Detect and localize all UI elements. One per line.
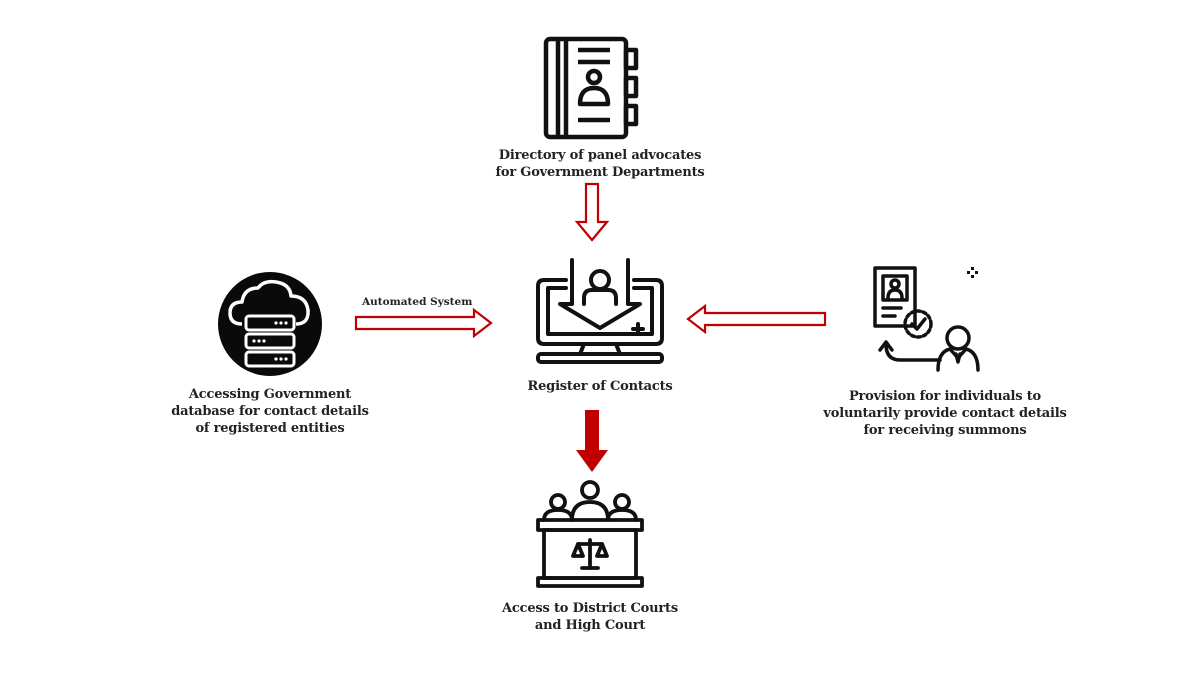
arrow-register-to-courts [576,410,608,472]
computer-contact-icon [536,258,664,364]
node-directory: Directory of panel advocates for Governm… [460,36,740,181]
person-document-icon [873,266,980,372]
edge-label-automated-system: Automated System [362,296,473,308]
node-label-register: Register of Contacts [527,379,673,394]
node-provision: Provision for individuals to voluntarily… [800,262,1090,439]
node-label-database: Accessing Government database for contac… [171,387,369,436]
arrow-provision-to-register [686,304,827,334]
node-label-courts: Access to District Courts and High Court [502,601,678,633]
address-book-icon [543,36,639,140]
cloud-server-icon [218,272,322,376]
arrow-database-to-register [354,308,493,338]
node-label-provision: Provision for individuals to voluntarily… [823,389,1067,438]
courtroom-icon [536,480,644,588]
node-courts: Access to District Courts and High Court [460,478,720,634]
node-database: Accessing Government database for contac… [160,272,380,437]
node-label-directory: Directory of panel advocates for Governm… [495,148,705,180]
node-register: Register of Contacts [480,258,720,395]
arrow-directory-to-register [574,182,610,242]
